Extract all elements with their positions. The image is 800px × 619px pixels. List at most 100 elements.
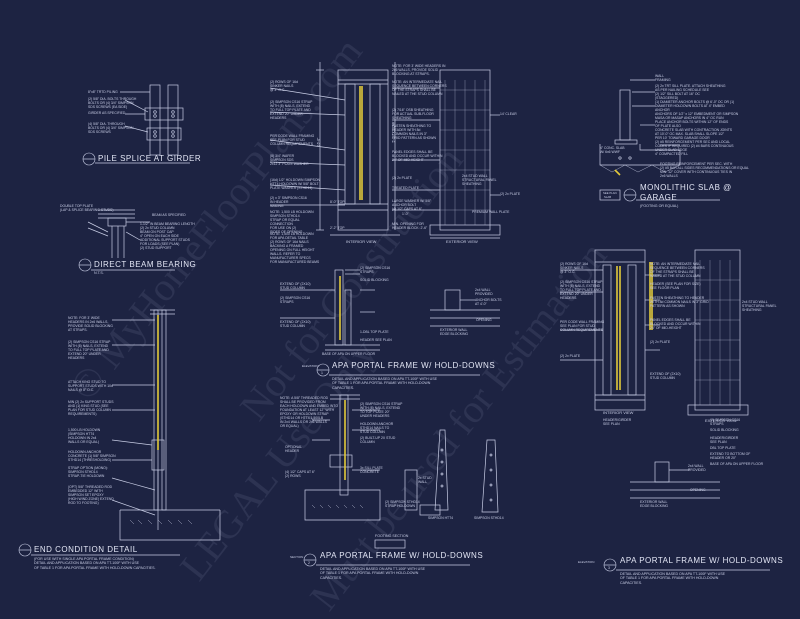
apa-section-note: (2) BUILT-UP 2X STUD COLUMN — [360, 436, 396, 444]
apa-right-bubble-num: 3 — [608, 566, 610, 570]
dimension-label: 1'-0" — [402, 212, 409, 216]
end-note: 1,500 LB HOLDOWN (SIMPSON HTT4 HOLDOWN I… — [68, 428, 101, 444]
apa-section-note: HOLDOWN ANCHOR STHD14 NAILS TO STUD COLU… — [360, 422, 394, 434]
center-note-right: 2x4 STUD WALL STRUCTURAL PANEL SHEATHING — [462, 174, 497, 186]
dimension-label: 16'-6" — [316, 137, 321, 147]
apa-right-bubble-tag: ELEVATION — [578, 560, 595, 564]
apa-center-note: EXTEND OF (2X10) STUD COLUMN — [280, 320, 311, 328]
apa-right-note-left: HEADER/GIRDER SEE PLAN — [603, 418, 632, 426]
slab-tag: SLAB — [604, 195, 612, 199]
center-note-mid: FASTEN SHEATHING TO HEADER WITH 8d COMMO… — [392, 124, 436, 140]
dimension-label: 5'-10" CLEAR — [391, 121, 396, 143]
apa-right-note-right: EXTERIOR WALL EDGE BLOCKING — [640, 500, 669, 508]
pile-note: GIRDER AS SPECIFIED — [88, 111, 126, 115]
monolithic-title: MONOLITHIC SLAB @ — [640, 183, 732, 192]
interior-view-label: INTERIOR VIEW — [346, 239, 377, 244]
exterior-view-label: EXTERIOR VIEW — [705, 418, 737, 423]
footing-section-label: FOOTING SECTION — [375, 534, 409, 538]
monolithic-drawing — [599, 79, 720, 202]
direct-beam-title: DIRECT BEAM BEARING — [94, 260, 197, 269]
beam-note: (2) STUD SUPPORT — [140, 246, 172, 250]
apa-section-title: APA PORTAL FRAME W/ HOLD-DOWNS — [320, 551, 484, 560]
apa-center-subtitle: DETAIL AND APPLICATION BASED ON APA TT-1… — [332, 377, 438, 390]
center-note-mid: PANEL EDGES SHALL BE BLOCKED AND OCCUR W… — [392, 150, 443, 162]
apa-center-bubble-tag: ELEVATION — [302, 364, 319, 368]
center-note-mid: NOTE: FOR 3' WIDE HEADERS IN 2x6 WALLS, … — [392, 64, 446, 76]
center-note-right: PREMIUM WALL PLATE — [472, 210, 510, 214]
apa-right-title: APA PORTAL FRAME W/ HOLD-DOWNS — [620, 556, 784, 565]
apa-center-note: OPENING — [476, 318, 492, 322]
apa-section-drawing — [303, 394, 499, 567]
apa-right-note-right: SOLID BLOCKING — [710, 428, 739, 432]
apa-center-note: SOLID BLOCKING — [360, 278, 389, 282]
apa-section-note: OPTIONAL HEADER — [285, 445, 303, 453]
end-note: STRAP OPTION (MONO): SIMPSON STHD14 STRA… — [68, 466, 108, 478]
apa-right-note-right: OPENING — [690, 488, 706, 492]
center-note-mid: TREATED PLATE — [392, 186, 420, 190]
apa-right-note-left: (2) 2x PLATE — [560, 354, 581, 358]
end-condition-drawing — [18, 309, 221, 557]
apa-section-note: (2) SIMPSON STHD14 STRAP HOLDOWN — [385, 500, 420, 508]
direct-beam-drawing — [78, 209, 175, 272]
apa-right-note-mid: NOTE: AN INTERMEDIATE NAIL SEQUENCE BETW… — [650, 262, 705, 278]
apa-right-note-right: DBL TOP PLATE — [710, 446, 736, 450]
slab-note: FOOTING REINFORCEMENT PER SEC. WITH (2) … — [660, 162, 749, 178]
end-condition-subtitle: (FOR USE WITH SINGLE APA PORTAL FRAME CO… — [34, 557, 156, 570]
direct-beam-scale: N.T.S. — [94, 271, 104, 275]
apa-section-note: 3x SILL PLATE CONCRETE — [360, 466, 383, 474]
apa-right-note-mid: FASTEN SHEATHING TO HEADER WITH 8d COMMO… — [650, 296, 709, 308]
slab-note: (2) 2x TRT SILL PLATE. ATTACH SHEATHING … — [655, 84, 726, 100]
beam-note: DOUBLE TOP PLATE (LAP & SPLICE BEARING S… — [60, 204, 114, 212]
drawing-sheet: © MyHomeFloorPlans.com Not for Construct… — [18, 29, 784, 618]
interior-view-label: INTERIOR VIEW — [603, 410, 634, 415]
end-condition-title: END CONDITION DETAIL — [34, 545, 138, 554]
pile-splice-title: PILE SPLICE AT GIRDER — [98, 154, 202, 163]
pile-note: (2) 5/8" DIA. BOLTS THROUGH BOLTS OR (4)… — [88, 97, 137, 109]
apa-center-note: HEADER SEE PLAN — [360, 338, 392, 342]
center-note-left: (8) 3/4" WAFER SIMPSON SDS 2x12 3" PLATE… — [270, 154, 309, 166]
apa-center-note: EXTEND OF (2X10) STUD COLUMN — [280, 282, 311, 290]
center-note-mid: LARGE WASHER W/ 5/8" ANCHOR BOLT (4) 1/2… — [392, 199, 432, 211]
monolithic-title-2: GARAGE — [640, 193, 678, 202]
apa-right-drawing — [560, 249, 770, 572]
apa-center-drawing — [280, 269, 500, 377]
apa-right-note-mid: PANEL EDGES SHALL BE BLOCKED AND OCCUR W… — [650, 318, 701, 330]
apa-right-note-right: HEADER/GIRDER SEE PLAN — [710, 436, 739, 444]
apa-section-bubble-tag: SECTION — [290, 555, 304, 559]
apa-center-note: BASE OF APA ON UPPER FLOOR — [322, 352, 376, 356]
apa-right-note-mid: (2) 2x PLATE — [650, 340, 671, 344]
end-note: (2) SIMPSON CS16 STRAP WITH (8) NAILS, E… — [68, 340, 111, 360]
center-note-mid: NOTE: AN INTERMEDIATE NAIL SEQUENCE BETW… — [392, 80, 447, 96]
apa-right-subtitle: DETAIL AND APPLICATION BASED ON APA TT-1… — [620, 572, 726, 585]
end-note: HOLDOWN ANCHOR CONCRETE (1) 5/8" SIMPSON… — [68, 450, 116, 462]
center-note-mid: MIN. OPENING FOR HEADER BLOCK: 2'-6" — [392, 222, 428, 230]
apa-right-note-mid: HEADER (SEE PLAN FOR SIZE) SEE FLOOR PLA… — [650, 282, 701, 290]
pile-note: 8"x8" TRTD PILING — [88, 90, 118, 94]
strap-highlights — [157, 86, 653, 480]
exterior-view-label: EXTERIOR VIEW — [446, 239, 478, 244]
apa-right-note-left: PER CODE WALL FRAMING SEE PLAN FOR STUD … — [560, 320, 605, 332]
htt4-label: SIMPSON HTT4 — [428, 516, 454, 520]
monolithic-subtitle: (FOOTING OR EQUAL) — [640, 204, 679, 208]
end-note: MIN (2) 2x SUPPORT STUDS AND (1) KING ST… — [68, 400, 114, 416]
apa-center-bubble-num: 1 — [321, 371, 323, 375]
apa-right-note-right: EXTEND TO BOTTOM OF HEADER OR 20" — [710, 452, 751, 460]
apa-center-note: ANCHOR BOLTS AT 4'-0" — [475, 298, 502, 306]
center-note-mid: (2) 7/16" OSB SHEATHING FOR ACTUAL SUB-F… — [392, 108, 434, 120]
pile-splice-drawing — [82, 84, 190, 166]
center-top-drawing — [269, 62, 501, 239]
slab-note: 4" COMPACTED FILL — [655, 152, 689, 156]
apa-section-note: (2) SIMPSON CS16 STRAP WITH (8) NAILS, E… — [360, 402, 403, 418]
center-note-left: (2) SIMPSON CS16 STRAP WITH (8) NAILS, E… — [270, 100, 313, 120]
end-note: NOTE: FOR 3' WIDE HEADERS IN 2x6 WALLS, … — [68, 316, 113, 332]
center-note-left: (2) x 3" SIMPSON CS16 IN HEADER NAILING — [270, 196, 307, 208]
slab-tag: SEE PLAN — [603, 191, 617, 195]
end-note: (OPT) 5/8" THREADED ROD EMBEDDED 12" WIT… — [68, 485, 114, 505]
apa-section-bubble-num: 2 — [308, 561, 310, 565]
apa-section-note: 2x STUD WALL — [418, 476, 432, 484]
apa-center-note: (2) SIMPSON CS16 STRAPS — [360, 266, 391, 274]
slab-note: 4" CONC. SLAB W/ 6x6 WWF — [600, 146, 625, 154]
slab-note: (1) DIAMETER ANCHOR BOLTS @ 6'-0" OC OR … — [655, 100, 739, 128]
center-note-right: (2) 2x PLATE — [500, 192, 521, 196]
apa-center-note: 2x4 WALL PROVIDED — [475, 288, 493, 296]
